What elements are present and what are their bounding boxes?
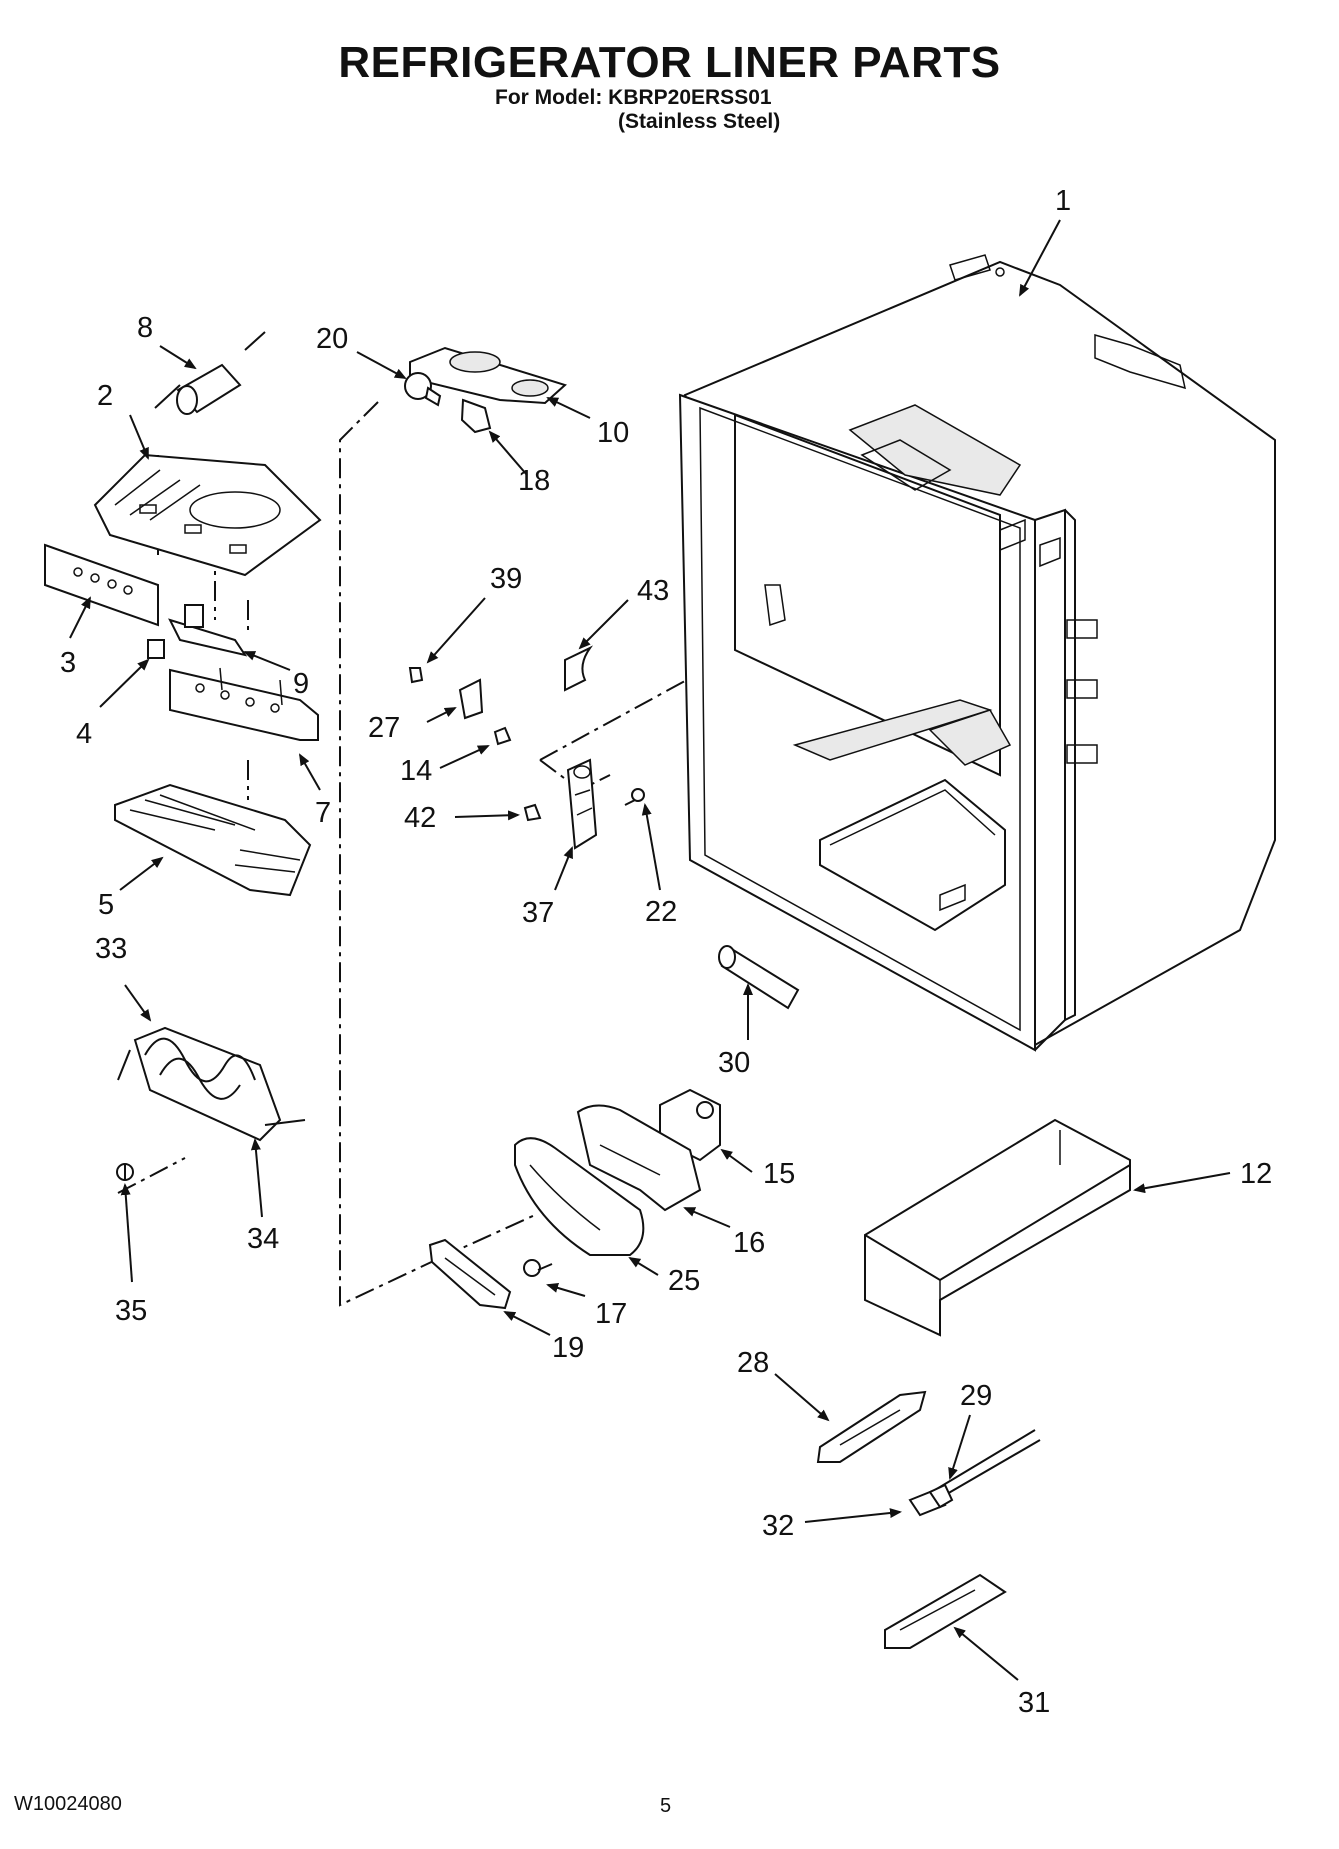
callout-27: 27	[368, 712, 400, 744]
callout-4: 4	[76, 718, 92, 750]
paddle-part-19	[428, 1238, 512, 1310]
callout-1: 1	[1055, 185, 1071, 217]
callout-9: 9	[293, 668, 309, 700]
socket-part-18	[460, 398, 492, 434]
callout-15: 15	[763, 1158, 795, 1190]
bulb-part-20	[404, 372, 442, 407]
page-number: 5	[660, 1795, 672, 1817]
callout-37: 37	[522, 897, 554, 929]
part-9	[168, 604, 248, 657]
page-title: REFRIGERATOR LINER PARTS	[338, 38, 1001, 87]
bezel-part-25	[514, 1137, 645, 1256]
screw-part-35	[116, 1163, 134, 1181]
bracket-part-27	[458, 678, 484, 720]
document-code: W10024080	[14, 1793, 122, 1815]
callout-20: 20	[316, 323, 348, 355]
bin-part-12	[864, 1118, 1131, 1337]
callout-31: 31	[1018, 1687, 1050, 1719]
bracket-part-31	[884, 1573, 1007, 1649]
callout-33: 33	[95, 933, 127, 965]
heater-part-33-34	[117, 1026, 306, 1142]
callout-7: 7	[315, 797, 331, 829]
callout-22: 22	[645, 896, 677, 928]
callout-3: 3	[60, 647, 76, 679]
callout-43: 43	[637, 575, 669, 607]
liner-cabinet-part-1	[678, 254, 1276, 1052]
screw-part-22	[631, 788, 645, 802]
switch-part-4	[147, 639, 165, 659]
callout-14: 14	[400, 755, 432, 787]
callout-42: 42	[404, 802, 436, 834]
model-line: For Model: KBRP20ERSS01	[495, 86, 772, 109]
callout-30: 30	[718, 1047, 750, 1079]
tray-part-5	[114, 783, 312, 897]
clip-part-39	[408, 667, 424, 684]
clip-part-14	[493, 726, 512, 746]
cylinder-part-8	[154, 331, 266, 415]
callout-19: 19	[552, 1332, 584, 1364]
finish-line: (Stainless Steel)	[618, 110, 781, 133]
cylinder-part-30	[718, 945, 800, 1010]
clip-part-42	[523, 803, 542, 822]
callout-28: 28	[737, 1347, 769, 1379]
callout-2: 2	[97, 380, 113, 412]
leader-lines	[69, 219, 1231, 1681]
control-housing-part-7	[169, 667, 319, 741]
callout-32: 32	[762, 1510, 794, 1542]
callout-12: 12	[1240, 1158, 1272, 1190]
upper-cover-part-2	[93, 453, 322, 577]
callout-25: 25	[668, 1265, 700, 1297]
callout-numbers: 1 2 3 4 5 7 8 9 10 12 14 15 16 17 18 19 …	[60, 185, 1272, 1719]
callout-10: 10	[597, 417, 629, 449]
callout-35: 35	[115, 1295, 147, 1327]
callout-34: 34	[247, 1223, 279, 1255]
callout-8: 8	[137, 312, 153, 344]
callout-29: 29	[960, 1380, 992, 1412]
callout-18: 18	[518, 465, 550, 497]
thermistor-part-29-32	[908, 1429, 1041, 1517]
lamp-housing-part-10	[409, 346, 567, 405]
thermostat-housing-part-37	[566, 758, 598, 850]
clip-part-43	[564, 645, 594, 692]
strip-part-3	[44, 543, 159, 627]
callout-17: 17	[595, 1298, 627, 1330]
bracket-part-16	[576, 1104, 702, 1212]
callout-16: 16	[733, 1227, 765, 1259]
bracket-part-28	[816, 1390, 927, 1463]
screw-part-17	[523, 1259, 553, 1277]
callout-5: 5	[98, 889, 114, 921]
callout-39: 39	[490, 563, 522, 595]
